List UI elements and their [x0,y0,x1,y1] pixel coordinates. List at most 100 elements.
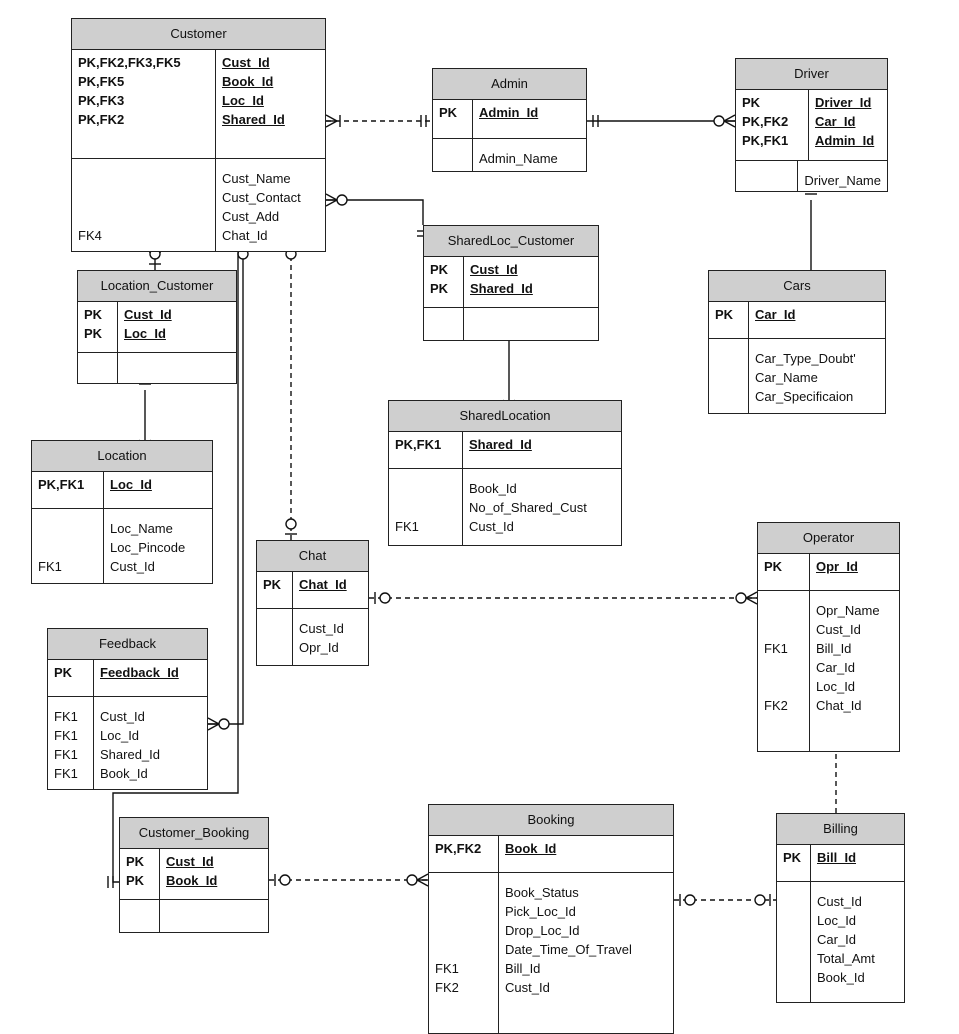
relationship-customer-chat [285,238,297,540]
primary-key-field: Book_Id [505,841,557,856]
key-label: PK,FK2 [742,114,789,129]
primary-key-field: Cust_Id [222,55,270,70]
primary-key-field: Admin_Id [815,133,875,148]
primary-key-field: Car_Id [815,114,856,129]
primary-key-field: Book_Id [166,873,218,888]
attribute-field: No_of_Shared_Cust [469,500,587,515]
primary-key-field: Loc_Id [222,93,264,108]
attribute-field: Cust_Id [816,622,861,637]
key-label [439,149,466,168]
key-label: PK,FK1 [38,477,85,492]
attribute-field: Book_Id [817,970,865,985]
key-label: FK1 [435,961,459,976]
key-label: PK [764,559,783,574]
attribute-section [424,308,598,340]
key-label: PK,FK1 [395,437,442,452]
key-type-column: PK [48,660,94,696]
key-label [78,169,209,188]
entity-title: Customer [72,19,325,50]
key-type-column: FK1 [32,509,104,583]
key-label [783,949,804,968]
attribute-field: Pick_Loc_Id [505,904,576,919]
primary-key-field: Cust_Id [124,307,172,322]
entity-title: Operator [758,523,899,554]
attribute-field: Opr_Name [816,603,880,618]
key-label [715,349,742,368]
attribute-field: Opr_Id [299,640,339,655]
primary-key-field: Car_Id [755,307,796,322]
attribute-field: Drop_Loc_Id [505,923,580,938]
primary-key-field: Driver_Id [815,95,872,110]
key-label: PK,FK2,FK3,FK5 [78,55,181,70]
key-label: PK,FK5 [78,74,125,89]
key-type-column [424,308,464,340]
key-type-column: PK [777,845,811,881]
key-type-column: FK1 [389,469,463,545]
key-label: PK [439,105,458,120]
key-type-column: PK [709,302,749,338]
key-label: FK2 [435,980,459,995]
key-label: PK [430,281,449,296]
attribute-column: Bill_Id [811,845,904,881]
attribute-column: Shared_Id [463,432,621,468]
attribute-column: Book_Id [499,836,673,872]
primary-key-field: Bill_Id [817,850,857,865]
key-label: FK1 [38,559,62,574]
attribute-field: Car_Type_Doubt' [755,351,856,366]
key-label [715,368,742,387]
relationship-customer_booking-booking [269,873,429,887]
attribute-field: Cust_Name [222,171,291,186]
attribute-column: Admin_Id [473,100,586,138]
attribute-field: Loc_Id [100,728,140,743]
key-label [263,638,286,657]
attribute-field: Total_Amt [817,951,875,966]
attribute-field: Cust_Id [505,980,550,995]
attribute-field: Cust_Id [100,709,145,724]
key-label: PK [126,854,145,869]
key-label [764,658,803,677]
key-type-column [257,609,293,665]
attribute-field: Car_Specificaion [755,389,854,404]
key-label: PK [126,873,145,888]
key-label [395,479,456,498]
key-label [764,677,803,696]
key-label [38,519,97,538]
key-label: PK,FK3 [78,93,125,108]
key-label [764,620,803,639]
key-type-column [709,339,749,413]
key-label: PK [263,577,282,592]
key-label [435,883,492,902]
key-label [783,930,804,949]
attribute-column: Driver_Name [798,161,887,191]
entity-title: Billing [777,814,904,845]
relationship-booking-billing [674,894,776,906]
relationship-line [112,238,239,883]
attribute-field: Cust_Add [222,209,280,224]
key-label [435,940,492,959]
relationship-driver-cars [805,188,817,282]
